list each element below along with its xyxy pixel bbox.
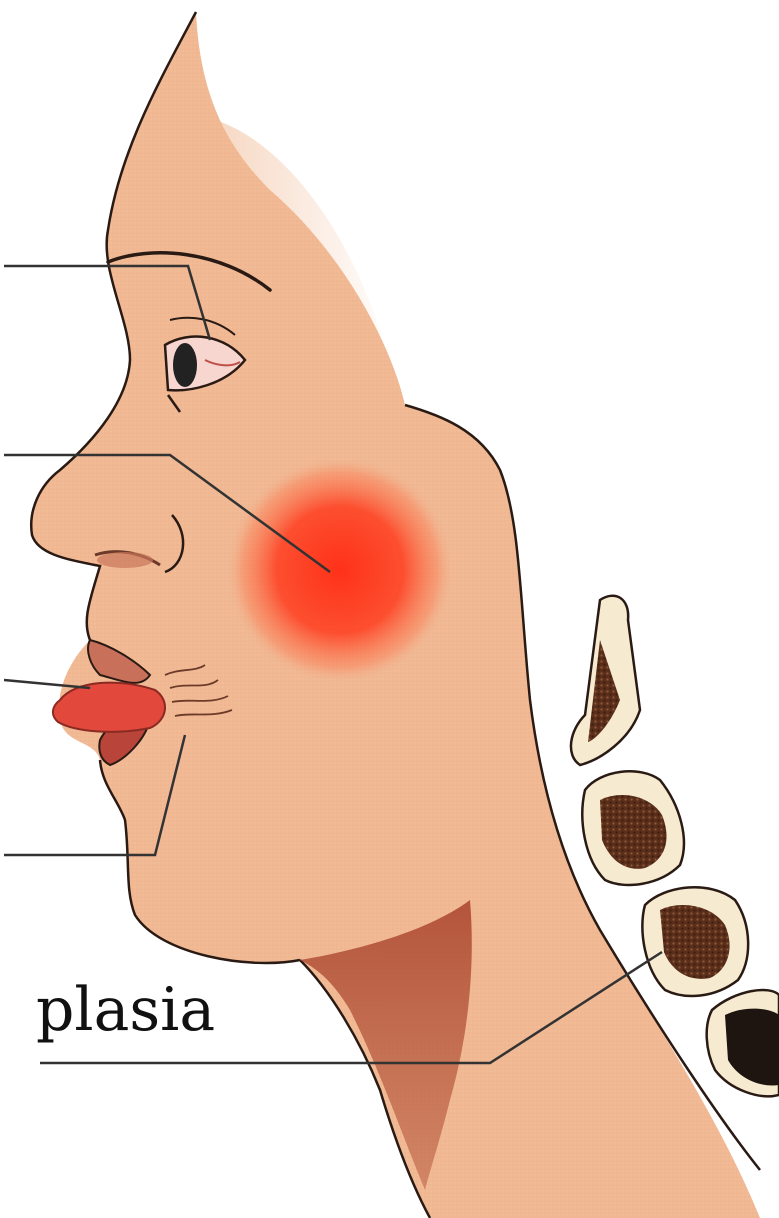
vertebra-3 bbox=[642, 887, 748, 996]
vertebra-1 bbox=[571, 596, 640, 765]
cheek-flush bbox=[225, 455, 455, 685]
vertebra-4 bbox=[707, 990, 779, 1096]
vertebra-2 bbox=[582, 771, 684, 885]
fragment-label: plasia bbox=[36, 980, 215, 1040]
